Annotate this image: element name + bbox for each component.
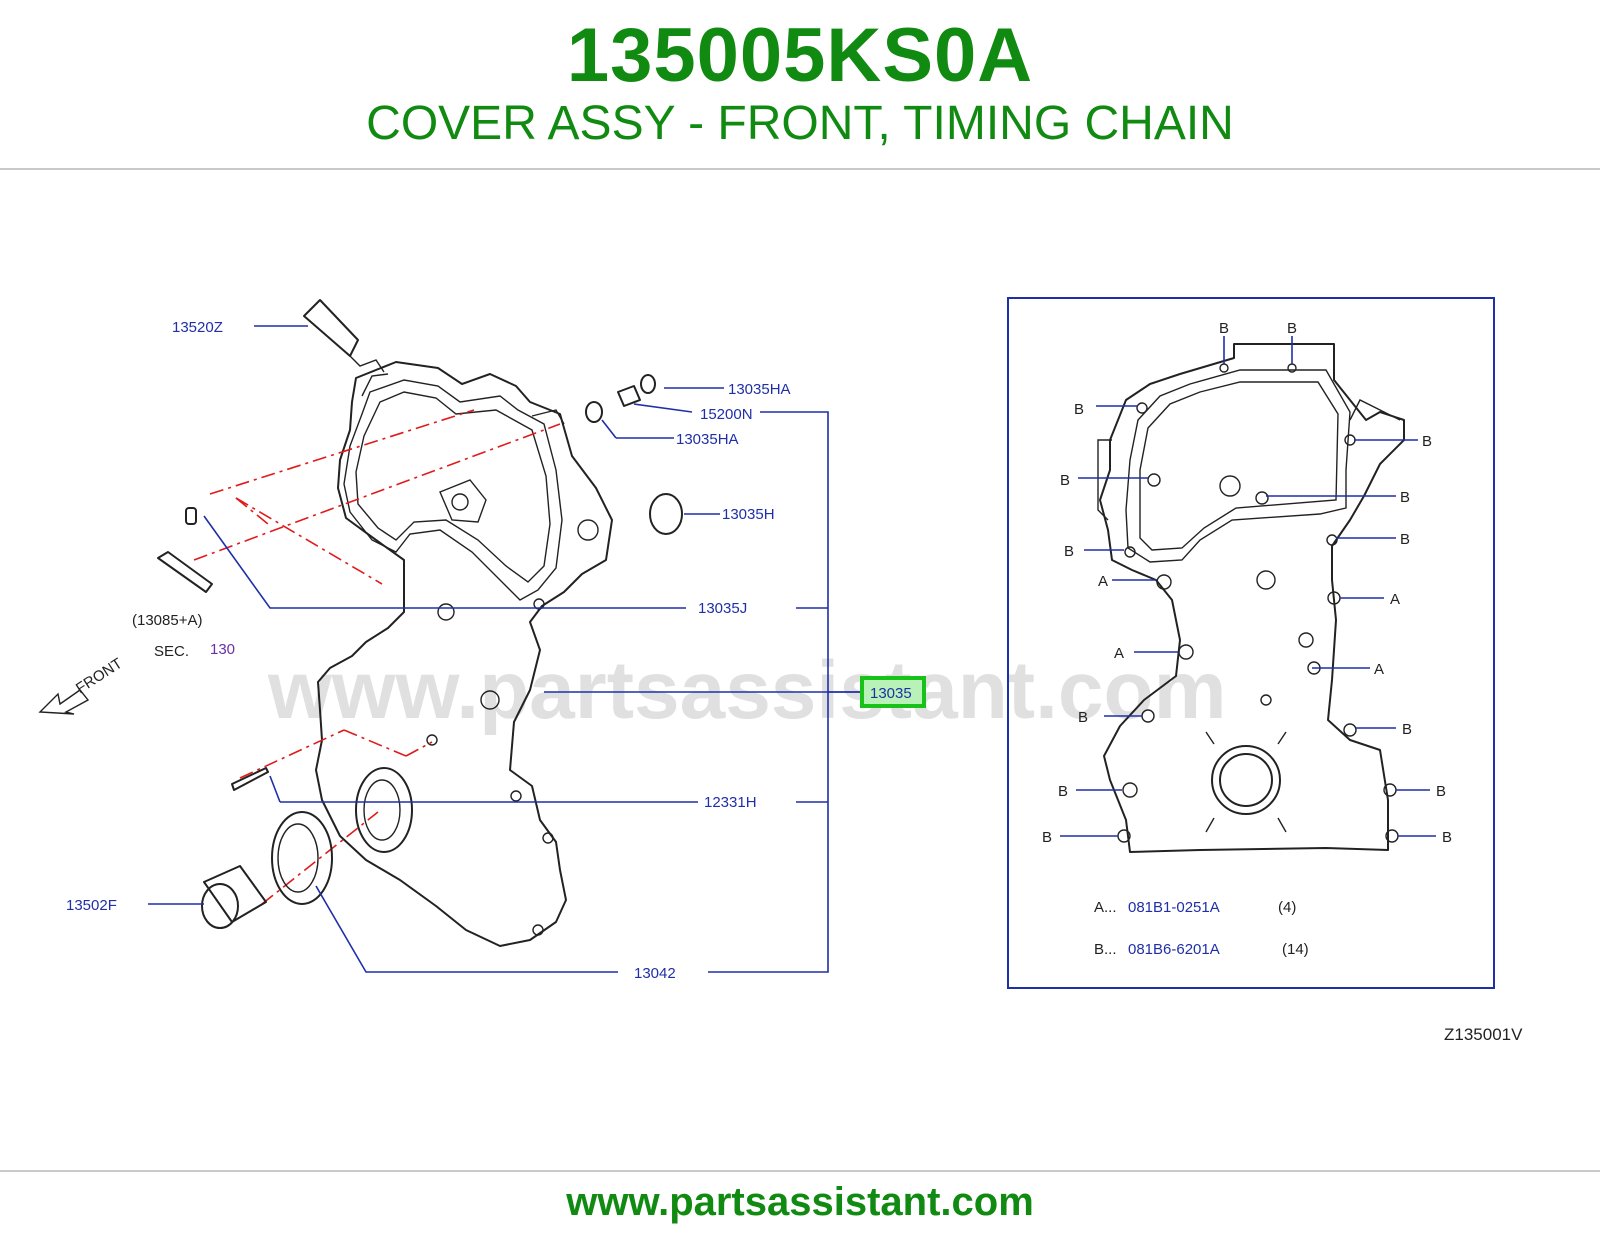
stud (157, 551, 213, 593)
front-arrow-icon (38, 689, 90, 715)
svg-text:B: B (1436, 783, 1446, 800)
bolt-holes (1117, 363, 1399, 843)
cover-seal-bore (355, 767, 413, 853)
part-name: COVER ASSY - FRONT, TIMING CHAIN (366, 97, 1234, 150)
label-13085A: (13085+A) (132, 612, 202, 629)
svg-text:B: B (1400, 531, 1410, 548)
label-12331H[interactable]: 12331H (704, 794, 757, 811)
svg-text:B: B (1042, 829, 1052, 846)
pin (231, 767, 269, 791)
label-15200N[interactable]: 15200N (700, 406, 753, 423)
highlight-box (860, 676, 926, 708)
o-ring-mid (585, 401, 603, 423)
label-13035HA-mid[interactable]: 13035HA (676, 431, 739, 448)
label-13035[interactable]: 13035 (870, 685, 912, 702)
footer-divider (0, 1170, 1600, 1172)
sealant-tube (303, 299, 359, 357)
diagram-code: Z135001V (1444, 1025, 1523, 1044)
label-13042[interactable]: 13042 (634, 965, 676, 982)
svg-text:B: B (1060, 472, 1070, 489)
leader-lines (148, 325, 862, 973)
bolt-b-qty: (14) (1282, 941, 1309, 958)
svg-text:B: B (1064, 543, 1074, 560)
gasket-outline (343, 379, 563, 601)
o-ring-large (649, 493, 683, 535)
svg-text:B: B (1078, 709, 1088, 726)
exploded-view: FRONT (38, 299, 683, 947)
svg-text:B: B (1402, 721, 1412, 738)
bolt-a-key: A... (1094, 899, 1117, 916)
rear-seal (1211, 745, 1281, 815)
oil-seal (271, 811, 333, 905)
label-13035J[interactable]: 13035J (698, 600, 747, 617)
svg-text:A: A (1390, 591, 1400, 608)
bolt-b-key: B... (1094, 941, 1117, 958)
header-divider (0, 168, 1600, 170)
website-link[interactable]: www.partsassistant.com (566, 1180, 1034, 1224)
svg-text:B: B (1058, 783, 1068, 800)
watermark: www.partsassistant.com (267, 645, 1227, 736)
bolt-b-part-link[interactable]: 081B6-6201A (1128, 941, 1220, 958)
label-13520Z[interactable]: 13520Z (172, 319, 223, 336)
cover-rear-view (1060, 336, 1436, 853)
front-cover-outline (315, 361, 613, 947)
svg-text:B: B (1422, 433, 1432, 450)
svg-text:A: A (1098, 573, 1108, 590)
svg-text:B: B (1400, 489, 1410, 506)
svg-text:A: A (1114, 645, 1124, 662)
bolt-detail-box (1007, 297, 1495, 989)
svg-text:B: B (1074, 401, 1084, 418)
bolt-a-part-link[interactable]: 081B1-0251A (1128, 899, 1220, 916)
svg-text:B: B (1287, 320, 1297, 337)
svg-text:B: B (1219, 320, 1229, 337)
collar (203, 865, 267, 923)
label-13502F[interactable]: 13502F (66, 897, 117, 914)
bolt-a-qty: (4) (1278, 899, 1296, 916)
o-ring-top (640, 374, 656, 394)
svg-text:A: A (1374, 661, 1384, 678)
bolt-marks: B B B B B B B B A A A A B B B B B B (1042, 320, 1452, 846)
dowel-pin (185, 507, 197, 525)
label-13035HA-top[interactable]: 13035HA (728, 381, 791, 398)
sec-number-link[interactable]: 130 (210, 641, 235, 658)
svg-text:B: B (1442, 829, 1452, 846)
front-label: FRONT (73, 655, 126, 697)
plug (617, 385, 641, 407)
part-number: 135005KS0A (566, 13, 1034, 98)
sec-label: SEC. (154, 643, 189, 660)
label-13035H[interactable]: 13035H (722, 506, 775, 523)
